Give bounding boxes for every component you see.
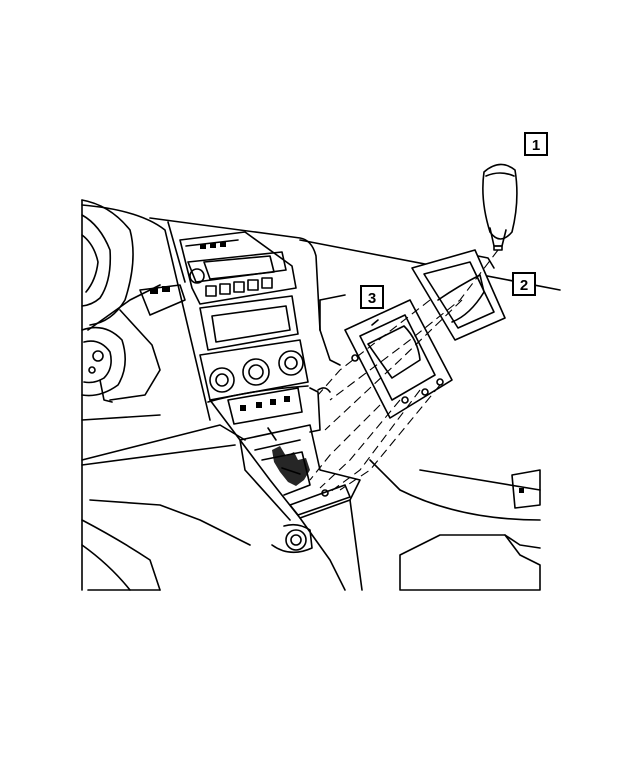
callout-1: 1 [524, 132, 548, 156]
center-console [239, 299, 361, 554]
assembly-guide-lines [309, 249, 499, 493]
radio-unit [179, 231, 297, 305]
switch-bank [209, 387, 303, 521]
callout-2: 2 [512, 272, 536, 296]
hvac-controls [199, 339, 309, 403]
shift-knob [482, 163, 518, 251]
callout-2-label: 2 [520, 277, 528, 294]
callout-1-label: 1 [532, 137, 540, 154]
shifter-bezel [344, 299, 453, 419]
shift-boot [411, 249, 506, 341]
steering-column [81, 284, 186, 421]
callout-3-label: 3 [368, 290, 376, 307]
floor-lines [89, 459, 541, 591]
passenger-seat [399, 469, 541, 591]
storage-pocket [199, 295, 299, 351]
callout-3: 3 [360, 285, 384, 309]
